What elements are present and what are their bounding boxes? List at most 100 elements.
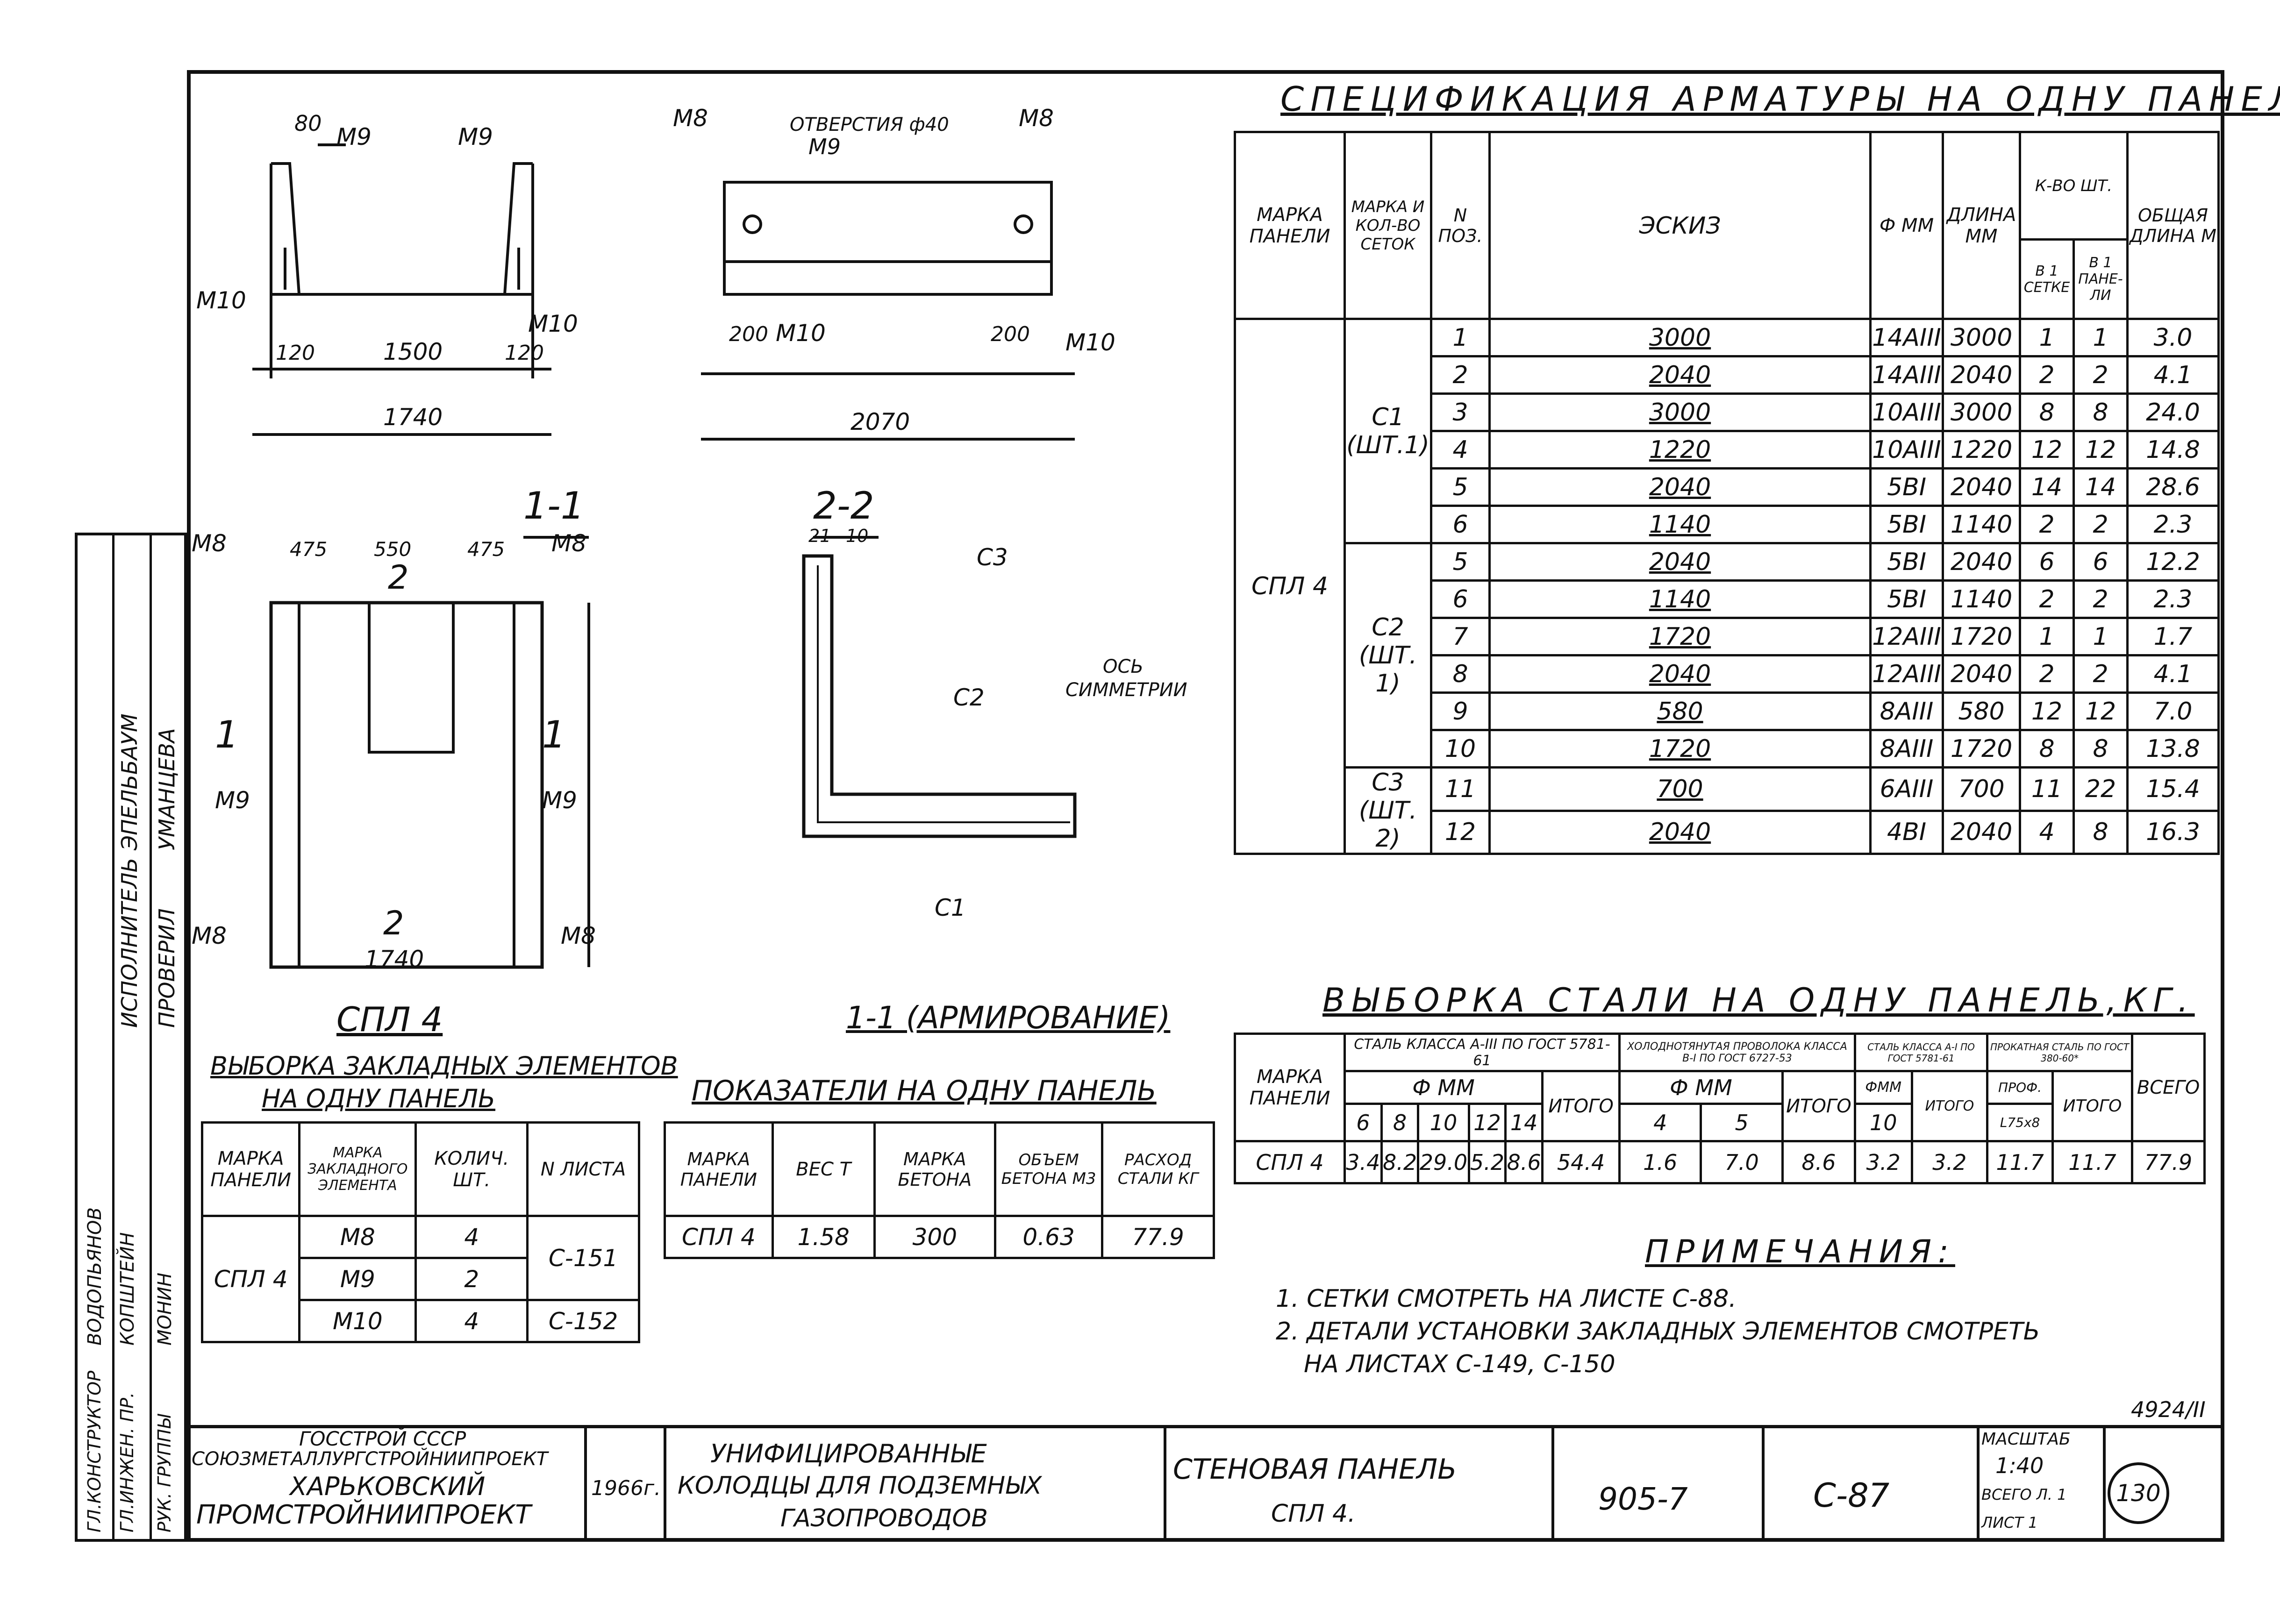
spec-tot: 4.1 xyxy=(2126,355,2220,395)
spec-sketch: 1140 xyxy=(1488,505,1872,544)
spec-tot: 1.7 xyxy=(2126,617,2220,656)
spec-sketch: 1720 xyxy=(1488,729,1872,769)
side-stamp xyxy=(75,533,187,1542)
embedded-table: МАРКА ПАНЕЛИ МАРКА ЗАКЛАДНОГО ЭЛЕМЕНТА К… xyxy=(200,1121,640,1343)
scale: 1:40 xyxy=(1995,1453,2044,1478)
spec-h-mesh: МАРКА И КОЛ-ВО СЕТОК xyxy=(1344,131,1432,320)
spec-h-cnt2: В 1 ПАНЕ-ЛИ xyxy=(2073,238,2129,320)
proj-1: УНИФИЦИРОВАННЫЕ xyxy=(710,1439,987,1468)
spec-len: 3000 xyxy=(1942,392,2021,432)
emb-qty: 4 xyxy=(415,1215,529,1259)
spec-sketch: 1720 xyxy=(1488,617,1872,656)
spec-h-cnt: К-ВО ШТ. xyxy=(2019,131,2129,241)
role-group-head: РУК. ГРУППЫ xyxy=(154,1414,175,1532)
spec-sketch: 2040 xyxy=(1488,809,1872,855)
ind-v: СПЛ 4 xyxy=(664,1215,774,1259)
spec-c1: 2 xyxy=(2019,579,2075,619)
spec-dia: 12AIII xyxy=(1869,654,1944,694)
ind-h: ВЕС Т xyxy=(771,1121,876,1217)
spec-len: 2040 xyxy=(1942,542,2021,582)
steel-d: 6 xyxy=(1344,1103,1383,1142)
svg-text:M10: M10 xyxy=(1065,329,1115,356)
ind-v: 77.9 xyxy=(1101,1215,1215,1259)
dim-label: M9 xyxy=(336,123,372,150)
spec-dia: 4BI xyxy=(1869,809,1944,855)
dim-label: M10 xyxy=(196,287,246,314)
spec-c1: 2 xyxy=(2019,505,2075,544)
svg-text:M9: M9 xyxy=(215,787,250,814)
steel-h-wire: ХОЛОДНОТЯНУТАЯ ПРОВОЛОКА КЛАССА В-I ПО Г… xyxy=(1618,1033,1856,1072)
spec-tot: 13.8 xyxy=(2126,729,2220,769)
steel-h-total: ИТОГО xyxy=(1781,1070,1856,1142)
svg-text:1: 1 xyxy=(542,713,566,756)
role-chief-designer: ГЛ.КОНСТРУКТОР xyxy=(84,1370,105,1532)
name-3: ВОДОПЬЯНОВ xyxy=(84,1207,106,1346)
series: 905-7 xyxy=(1598,1481,1688,1517)
steel-h-all: ВСЕГО xyxy=(2131,1033,2206,1142)
spec-len: 700 xyxy=(1942,766,2021,812)
spec-tot: 4.1 xyxy=(2126,654,2220,694)
steel-h-prof: ПРОКАТНАЯ СТАЛЬ ПО ГОСТ 380-60* xyxy=(1986,1033,2133,1072)
spec-len: 580 xyxy=(1942,691,2021,731)
emb-h: МАРКА ПАНЕЛИ xyxy=(200,1121,301,1217)
steel-v: 77.9 xyxy=(2131,1140,2206,1184)
spec-pos: 6 xyxy=(1430,505,1491,544)
steel-h-a1: СТАЛЬ КЛАССА А-I ПО ГОСТ 5781-61 xyxy=(1853,1033,1989,1072)
spec-h-cnt1: В 1 СЕТКЕ xyxy=(2019,238,2075,320)
spec-sketch: 3000 xyxy=(1488,318,1872,357)
steel-d: L75x8 xyxy=(1986,1103,2054,1142)
ind-h: МАРКА БЕТОНА xyxy=(873,1121,996,1217)
emb-el: M9 xyxy=(298,1257,417,1301)
svg-text:1740: 1740 xyxy=(365,946,424,973)
dim-label: M10 xyxy=(528,310,578,337)
spec-len: 1140 xyxy=(1942,505,2021,544)
spec-tot: 14.8 xyxy=(2126,430,2220,470)
spec-mesh: C3 xyxy=(1372,769,1404,797)
spec-dia: 8AIII xyxy=(1869,729,1944,769)
spec-table: МАРКА ПАНЕЛИ МАРКА И КОЛ-ВО СЕТОК N ПОЗ.… xyxy=(1234,131,2220,855)
svg-text:2: 2 xyxy=(383,904,404,942)
role-executor: ИСПОЛНИТЕЛЬ xyxy=(117,857,142,1028)
steel-h-fmm2: Ф ММ xyxy=(1618,1070,1784,1105)
album-number: 4924/II xyxy=(2131,1397,2206,1422)
dim-label: M9 xyxy=(458,123,493,150)
note-1: 1. СЕТКИ СМОТРЕТЬ НА ЛИСТЕ С-88. xyxy=(1276,1285,1737,1313)
spec-pos: 7 xyxy=(1430,617,1491,656)
spec-c2: 8 xyxy=(2073,809,2129,855)
emb-panel: СПЛ 4 xyxy=(200,1215,301,1343)
spec-c2: 22 xyxy=(2073,766,2129,812)
dim-label: 120 xyxy=(276,341,315,365)
sheet-name-1: СТЕНОВАЯ ПАНЕЛЬ xyxy=(1173,1453,1457,1486)
name-4: КОПШТЕЙН xyxy=(117,1232,138,1346)
spec-c2: 2 xyxy=(2073,355,2129,395)
steel-h-fmm3: ФММ xyxy=(1853,1070,1913,1105)
steel-h-total: ИТОГО xyxy=(1541,1070,1621,1142)
svg-text:M8: M8 xyxy=(1019,105,1054,132)
role-checker: ПРОВЕРИЛ xyxy=(154,908,179,1028)
spec-sketch: 1220 xyxy=(1488,430,1872,470)
spec-c2: 2 xyxy=(2073,505,2129,544)
org-3: ХАРЬКОВСКИЙ xyxy=(290,1472,486,1501)
spec-h-pos: N ПОЗ. xyxy=(1430,131,1491,320)
steel-d: 10 xyxy=(1417,1103,1470,1142)
spec-dia: 8AIII xyxy=(1869,691,1944,731)
indicators-table: МАРКА ПАНЕЛИ ВЕС Т МАРКА БЕТОНА ОБЪЕМ БЕ… xyxy=(664,1121,1215,1259)
sheet-no: ЛИСТ 1 xyxy=(1981,1514,2038,1531)
spec-sketch: 700 xyxy=(1488,766,1872,812)
svg-text:21: 21 xyxy=(808,526,831,546)
emb-el: M10 xyxy=(298,1299,417,1343)
spec-tot: 28.6 xyxy=(2126,467,2220,507)
spec-pos: 10 xyxy=(1430,729,1491,769)
spec-dia: 14AIII xyxy=(1869,318,1944,357)
spec-pos: 4 xyxy=(1430,430,1491,470)
spec-mesh: C1 xyxy=(1372,403,1404,431)
spec-mesh-qty: (ШТ. 2) xyxy=(1358,797,1417,853)
spec-pos: 5 xyxy=(1430,467,1491,507)
spec-c1: 1 xyxy=(2019,318,2075,357)
svg-text:ОТВЕРСТИЯ ф40: ОТВЕРСТИЯ ф40 xyxy=(790,114,949,135)
spec-c2: 14 xyxy=(2073,467,2129,507)
sheet-code: С-87 xyxy=(1813,1476,1890,1515)
steel-h-a3: СТАЛЬ КЛАССА А-III ПО ГОСТ 5781-61 xyxy=(1343,1033,1621,1072)
drawings-area: 80 M9 M9 M10 120 1500 120 M10 1740 M8 ОТ… xyxy=(192,105,1187,973)
spec-pos: 8 xyxy=(1430,654,1491,694)
